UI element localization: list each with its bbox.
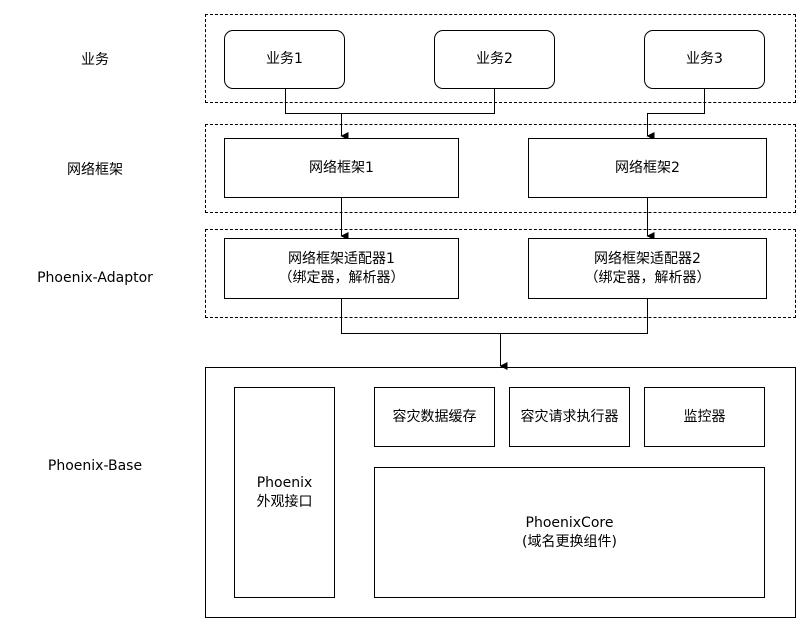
- adaptor-box-1-subtitle: （绑定器，解析器）: [278, 269, 405, 286]
- core-box: PhoenixCore (域名更换组件): [374, 467, 765, 598]
- business-group: [205, 14, 796, 103]
- adaptor-box-2-title: 网络框架适配器2: [594, 250, 701, 267]
- disaster-cache-box: 容灾数据缓存: [374, 387, 495, 447]
- facade-box: Phoenix 外观接口: [234, 387, 335, 598]
- framework-box-1: 网络框架1: [224, 138, 459, 198]
- connector-adaptors-to-base: [341, 299, 648, 366]
- layer-label-business: 业务: [81, 52, 109, 68]
- connector-business3-to-framework2: [646, 88, 705, 140]
- core-subtitle: (域名更换组件): [522, 533, 617, 550]
- adaptor-box-2: 网络框架适配器2 （绑定器，解析器）: [528, 238, 767, 299]
- layer-label-framework: 网络框架: [67, 162, 123, 178]
- framework-box-2: 网络框架2: [528, 138, 767, 198]
- adaptor-box-1: 网络框架适配器1 （绑定器，解析器）: [224, 238, 459, 299]
- framework-group: [205, 124, 796, 213]
- facade-title: Phoenix: [256, 474, 313, 491]
- disaster-executor-box: 容灾请求执行器: [509, 387, 630, 447]
- connector-business-to-framework1: [285, 88, 495, 136]
- layer-label-base: Phoenix-Base: [47, 458, 143, 474]
- adaptor-box-1-title: 网络框架适配器1: [288, 250, 395, 267]
- business-box-1: 业务1: [224, 30, 345, 89]
- adaptor-group: [205, 229, 796, 318]
- business-box-3: 业务3: [644, 30, 765, 89]
- layer-label-adaptor: Phoenix-Adaptor: [37, 270, 153, 286]
- adaptor-box-2-subtitle: （绑定器，解析器）: [584, 269, 711, 286]
- core-title: PhoenixCore: [525, 514, 614, 531]
- facade-subtitle: 外观接口: [256, 493, 313, 510]
- monitor-box: 监控器: [644, 387, 765, 447]
- business-box-2: 业务2: [434, 30, 555, 89]
